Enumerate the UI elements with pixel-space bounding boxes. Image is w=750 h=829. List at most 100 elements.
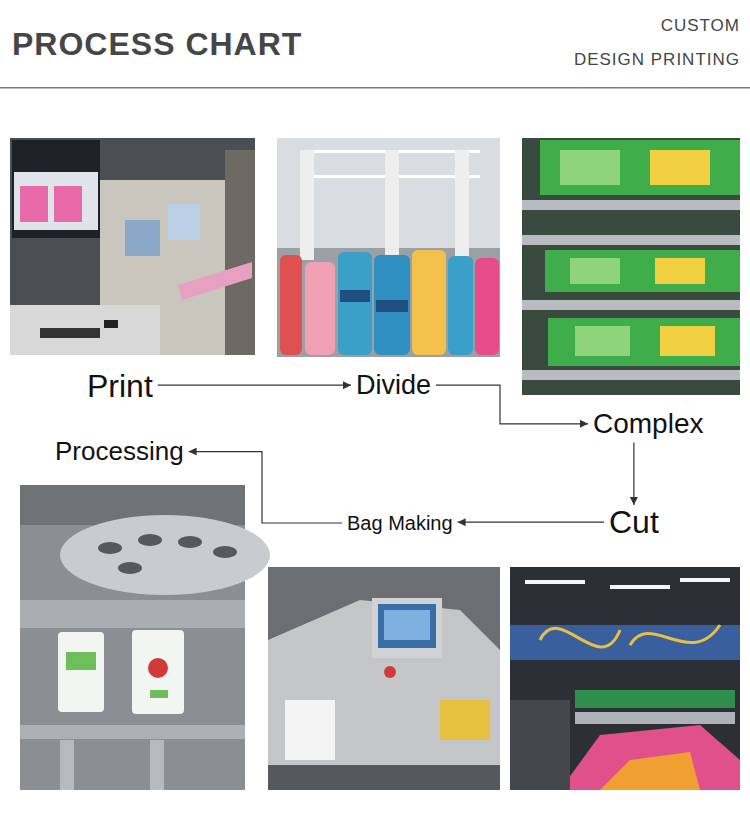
photo-laminating-film-part [522, 300, 740, 310]
photo-cutting-line-part [680, 578, 730, 582]
header-rule-part [0, 87, 750, 89]
photo-cutting-line-part [540, 628, 620, 647]
photo-cutting-line [510, 567, 740, 790]
photo-warehouse-rolls-part [280, 255, 302, 355]
photo-printing-machine-part [12, 140, 100, 238]
process-step: Print [86, 367, 154, 405]
photo-spout-pouch-machine-part [20, 725, 245, 739]
photo-printing-machine-part [225, 150, 255, 355]
photo-printing-machine [10, 138, 255, 355]
photo-warehouse-rolls-part [385, 150, 399, 260]
photo-laminating-film-part [545, 250, 740, 292]
photo-cutting-line-part [510, 700, 570, 790]
header-label: DESIGN PRINTING [574, 50, 740, 70]
photo-spout-pouch-machine [20, 485, 270, 790]
photo-spout-pouch-machine-part [118, 562, 142, 574]
flow-arrow [633, 443, 634, 505]
flow-arrow [189, 452, 342, 523]
photo-warehouse-rolls-part [475, 258, 499, 355]
process-step: Complex [592, 407, 704, 441]
photo-printing-machine-part [10, 138, 255, 355]
step-label: Divide [356, 369, 431, 401]
step-label: Complex [593, 407, 703, 441]
photo-laminating-film-part [522, 235, 740, 245]
photo-warehouse-rolls-part [455, 150, 469, 260]
photo-spout-pouch-machine-part [60, 740, 74, 790]
photo-laminating-film-part [560, 150, 620, 185]
photo-printing-machine-part [14, 172, 98, 230]
step-label: Cut [609, 503, 659, 541]
photo-spout-pouch-machine-part [178, 536, 202, 548]
photo-laminating-film-part [650, 150, 710, 185]
photo-printing-machine-part [20, 186, 48, 222]
photo-printing-machine-part [178, 262, 252, 300]
page-title: PROCESS CHART [12, 26, 302, 63]
photo-warehouse-rolls-part [338, 252, 372, 355]
step-label: Processing [55, 436, 184, 467]
photo-spout-pouch-machine-part [58, 632, 104, 712]
photo-printing-machine-part [104, 320, 118, 328]
photo-laminating-film-part [655, 258, 705, 284]
step-label: Bag Making [347, 511, 453, 535]
photo-bag-making-control-part [268, 765, 500, 790]
photo-bag-making-control-part [440, 700, 490, 740]
photo-laminating-film-part [548, 318, 740, 366]
step-label: Print [87, 367, 153, 405]
header-label: CUSTOM [661, 16, 740, 36]
photo-cutting-line-part [510, 567, 740, 790]
photo-warehouse-rolls-part [300, 150, 314, 260]
photo-warehouse-rolls-part [340, 290, 370, 302]
photo-cutting-line-part [610, 585, 670, 589]
photo-warehouse-rolls [277, 138, 500, 357]
photo-warehouse-rolls-part [374, 255, 410, 355]
photo-spout-pouch-machine-part [66, 652, 96, 670]
photo-laminating-film-part [522, 200, 740, 210]
photo-warehouse-rolls-part [277, 248, 500, 357]
flow-arrow [436, 385, 588, 424]
photo-laminating-film-part [575, 326, 630, 356]
photo-spout-pouch-machine-part [20, 600, 245, 628]
photo-spout-pouch-machine-part [148, 658, 168, 678]
photo-cutting-line-part [560, 725, 740, 790]
photo-printing-machine-part [54, 186, 82, 222]
process-step: Divide [355, 369, 432, 401]
photo-spout-pouch-machine-part [132, 630, 184, 714]
process-step: Cut [608, 503, 660, 541]
process-step: Processing [54, 436, 185, 467]
process-step: Bag Making [346, 511, 454, 535]
flow-arrow [458, 522, 604, 523]
photo-warehouse-rolls-part [305, 262, 335, 355]
photo-cutting-line-part [525, 580, 585, 584]
photo-laminating-film-part [660, 326, 715, 356]
photo-bag-making-control-part [384, 610, 430, 640]
photo-laminating-film-part [540, 140, 740, 195]
photo-bag-making-control-part [268, 600, 500, 790]
photo-laminating-film-part [522, 138, 740, 395]
photo-cutting-line-part [575, 690, 735, 708]
photo-cutting-line-part [630, 625, 720, 645]
photo-printing-machine-part [168, 204, 200, 240]
photo-warehouse-rolls-part [412, 250, 446, 355]
photo-spout-pouch-machine-part [150, 690, 168, 698]
photo-cutting-line-part [575, 712, 735, 724]
photo-spout-pouch-machine-part [138, 534, 162, 546]
photo-bag-making-control-part [285, 700, 335, 760]
photo-warehouse-rolls-part [448, 256, 473, 355]
photo-spout-pouch-machine-part [60, 515, 270, 595]
photo-spout-pouch-machine-part [213, 546, 237, 558]
photo-bag-making-control-part [378, 604, 436, 648]
photo-laminating-film-part [570, 258, 620, 284]
photo-bag-making-control-part [268, 567, 500, 790]
header-rule [0, 87, 750, 89]
photo-printing-machine-part [40, 328, 100, 338]
photo-cutting-line-part [510, 625, 740, 660]
photo-bag-making-control-part [372, 598, 442, 658]
photo-bag-making-control-part [384, 666, 396, 678]
photo-warehouse-rolls-part [376, 300, 408, 312]
photo-laminating-film [522, 138, 740, 395]
flow-arrow [158, 385, 351, 386]
photo-spout-pouch-machine-part [150, 740, 164, 790]
photo-laminating-film-part [522, 370, 740, 380]
photo-printing-machine-part [125, 220, 160, 256]
